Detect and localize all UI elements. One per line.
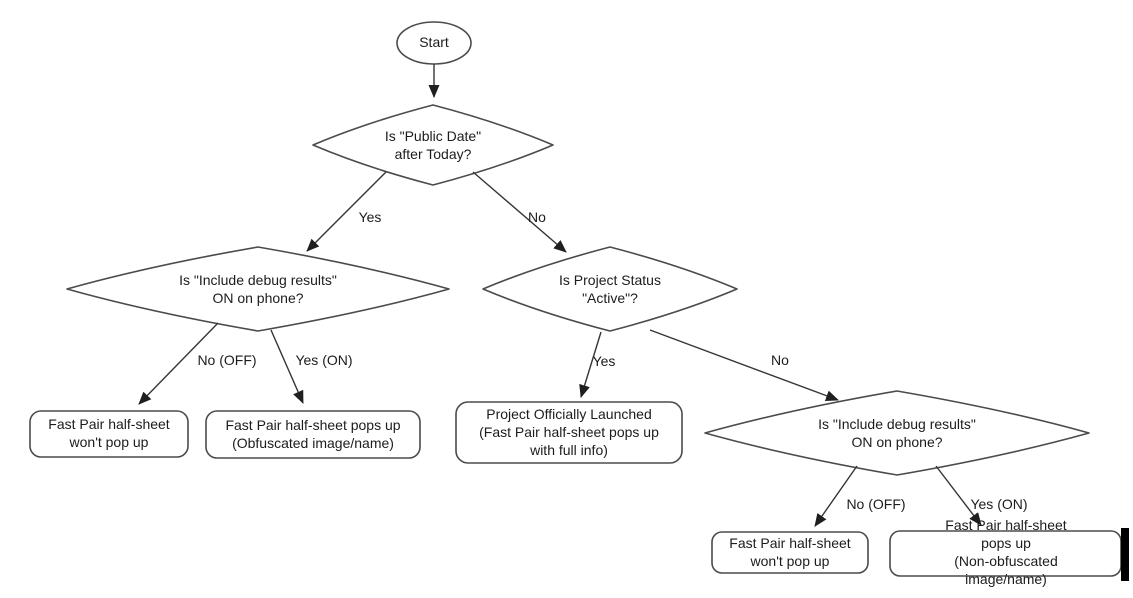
edge-label-no-off-right: No (OFF) — [846, 496, 906, 513]
edge-label-yes-on-right: Yes (ON) — [970, 496, 1028, 513]
decision-public-date-shape — [312, 104, 554, 186]
result-no-popup-right-shape — [711, 531, 869, 574]
edge-label-yes-on-left: Yes (ON) — [295, 352, 353, 369]
edge-debug-right-yes-on — [935, 465, 982, 526]
edge-label-no-top: No — [528, 209, 546, 226]
result-non-obfuscated-label: Fast Pair half-sheet pops up (Non-obfusc… — [945, 517, 1067, 587]
decision-debug-right-shape — [704, 390, 1090, 476]
result-launched-shape — [455, 401, 683, 464]
result-no-popup-left-shape — [29, 410, 189, 458]
edge-label-no-off-left: No (OFF) — [197, 352, 257, 369]
edge-debug-left-yes-on — [270, 329, 304, 404]
result-obfuscated-label: Fast Pair half-sheet pops up (Obfuscated… — [225, 417, 401, 451]
edge-label-yes-mid: Yes — [592, 353, 616, 370]
edge-debug-left-no-off — [138, 322, 219, 405]
decision-public-date-label: Is "Public Date" after Today? — [384, 128, 482, 162]
edge-public-date-no — [472, 171, 567, 253]
edge-project-status-no — [649, 329, 839, 401]
decision-project-status-shape — [482, 246, 738, 332]
edge-project-status-yes — [579, 331, 602, 398]
decision-debug-right-label: Is "Include debug results" ON on phone? — [818, 416, 976, 450]
result-no-popup-left-label: Fast Pair half-sheet won't pop up — [48, 416, 170, 450]
start-label: Start — [419, 34, 449, 51]
text-cursor-artifact — [1121, 528, 1129, 581]
result-obfuscated-shape — [205, 410, 421, 459]
result-no-popup-right-label: Fast Pair half-sheet won't pop up — [729, 535, 851, 569]
decision-debug-left-label: Is "Include debug results" ON on phone? — [179, 272, 337, 306]
decision-debug-left-shape — [66, 246, 450, 332]
edge-label-yes-top: Yes — [358, 209, 382, 226]
edge-public-date-yes — [306, 171, 387, 252]
edge-label-no-mid: No — [771, 352, 789, 369]
result-launched-label: Project Officially Launched (Fast Pair h… — [479, 406, 659, 458]
edge-debug-right-no-off — [814, 465, 858, 527]
decision-project-status-label: Is Project Status "Active"? — [559, 272, 661, 306]
